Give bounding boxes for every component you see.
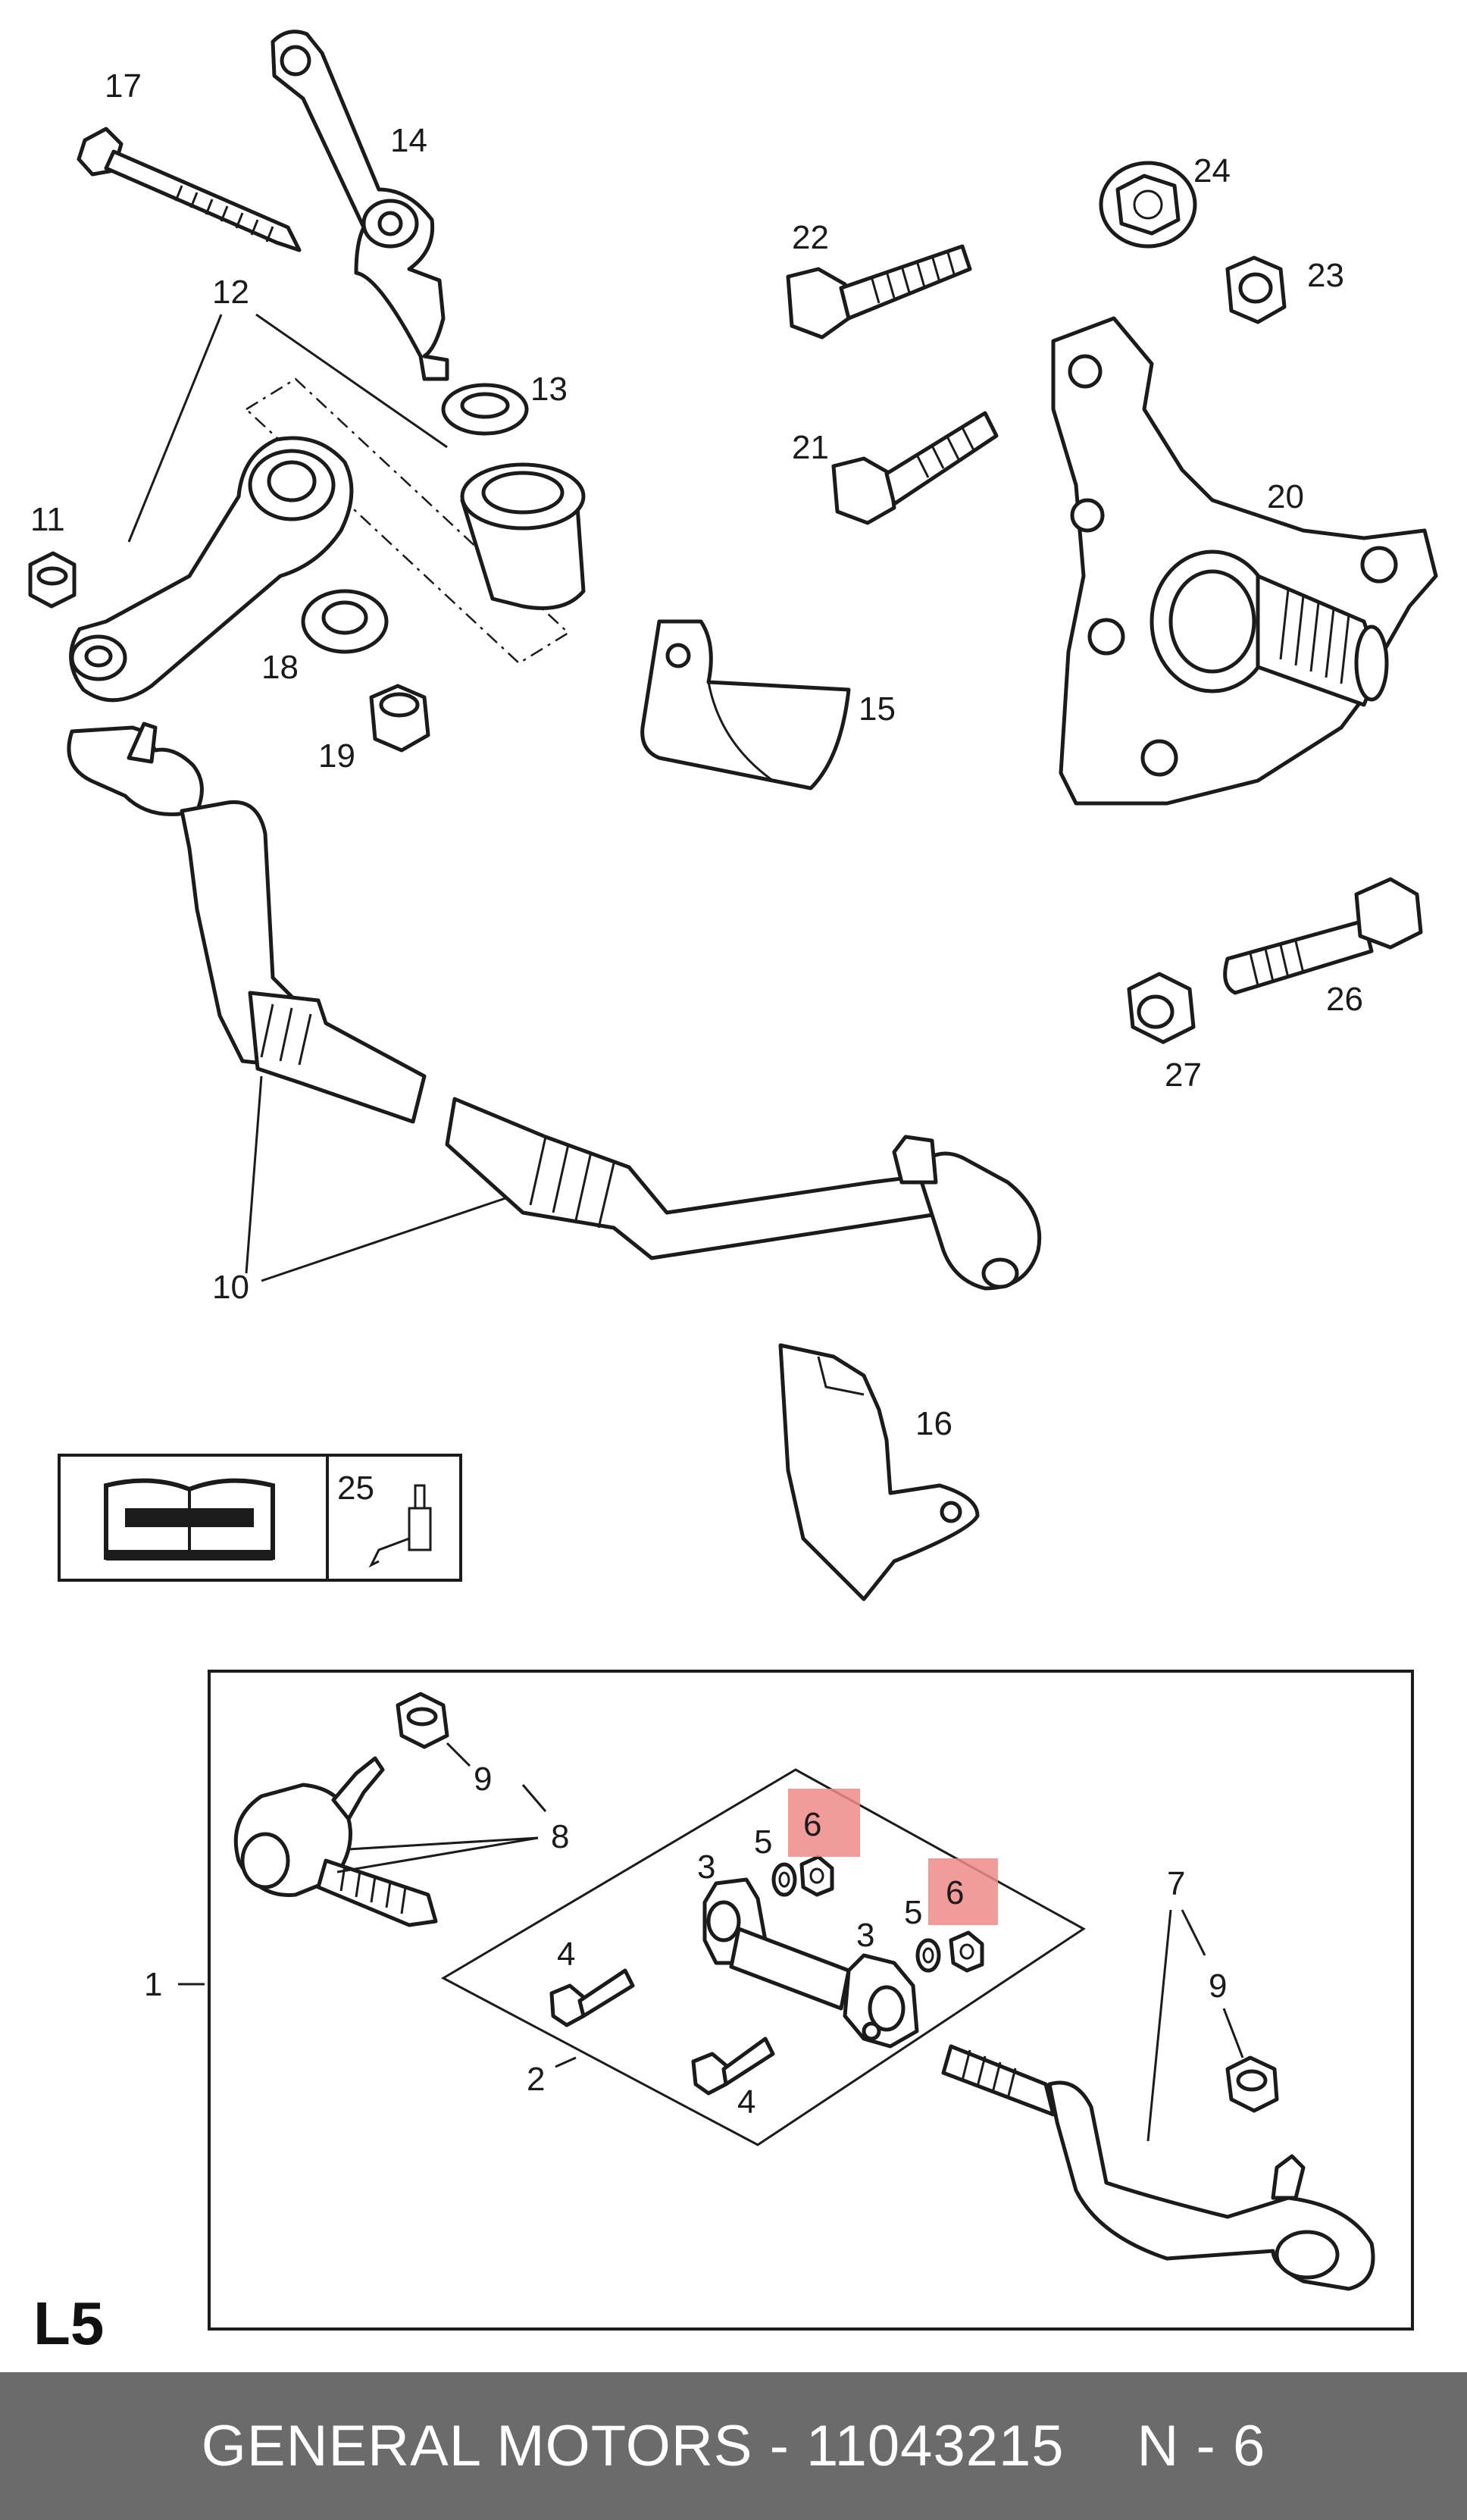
assembly-frame: [208, 1670, 1414, 2331]
shield-part-16: [778, 1343, 980, 1601]
callout-10: 10: [212, 1269, 249, 1306]
callout-18: 18: [261, 649, 299, 686]
callout-3-left: 3: [697, 1849, 715, 1886]
steering-knuckle-part-20: [1051, 316, 1438, 806]
leader-lines: [127, 313, 1244, 2142]
bolt-part-26: [1223, 877, 1423, 995]
callout-19: 19: [318, 737, 355, 775]
washer-part-5-right: [915, 1938, 941, 1973]
pitman-arm-part-14: [271, 30, 449, 381]
callout-5-left: 5: [754, 1823, 772, 1861]
section-code: L5: [33, 2290, 105, 2357]
kit-outline-part-2: [440, 1768, 1086, 2146]
callout-4-right: 4: [737, 2083, 755, 2121]
callout-25: 25: [337, 1470, 374, 1507]
repair-manual-icon: [104, 1478, 275, 1561]
highlight-box-6-left: [788, 1789, 860, 1857]
callout-22: 22: [792, 219, 829, 256]
callout-1: 1: [144, 1966, 162, 2003]
callout-9-left: 9: [474, 1761, 492, 1798]
callout-23: 23: [1307, 257, 1344, 294]
clamp-part-3-right: [843, 1953, 919, 2049]
nut-part-9-left: [396, 1692, 449, 1749]
sleeve-part-2: [729, 1927, 851, 2011]
callout-4-left: 4: [557, 1936, 575, 1973]
callout-9-right: 9: [1209, 1967, 1227, 2005]
callout-11: 11: [30, 501, 65, 538]
callout-20: 20: [1267, 478, 1304, 515]
nut-part-6-right: [949, 1930, 984, 1973]
footer-position-code: N - 6: [1137, 2414, 1266, 2478]
nut-part-19: [369, 684, 430, 753]
bolt-part-17: [77, 127, 302, 252]
bolt-part-4-right: [691, 2036, 775, 2096]
ball-joint-part-8: [233, 1756, 438, 1927]
washer-part-5-left: [771, 1862, 797, 1897]
callout-26: 26: [1326, 981, 1363, 1018]
callout-labels: 17 14 12 13 11 18 19 22 24 23 21 20 15 2…: [30, 67, 1363, 2121]
footer-brand-part: GENERAL MOTORS - 11043215: [201, 2414, 1065, 2478]
callout-6-right: 6: [946, 1874, 964, 1911]
lubricant-tube-icon: [368, 1484, 432, 1568]
footer-caption: GENERAL MOTORS - 11043215 N - 6: [0, 2372, 1467, 2520]
callout-16: 16: [915, 1405, 952, 1442]
callout-15: 15: [859, 690, 896, 728]
tie-rod-end-part-7: [941, 2044, 1375, 2291]
nut-part-11: [28, 551, 77, 609]
footer-bar: GENERAL MOTORS - 11043215 N - 6: [0, 2372, 1467, 2520]
bolt-part-21: [831, 411, 999, 525]
callout-8: 8: [551, 1818, 569, 1855]
callout-6-left: 6: [803, 1806, 821, 1843]
washer-part-18: [301, 589, 389, 654]
washer-part-13: [441, 383, 529, 436]
callout-21: 21: [792, 429, 829, 466]
callout-5-right: 5: [904, 1894, 922, 1931]
nut-part-23: [1225, 255, 1287, 324]
manual-reference-box: [58, 1454, 462, 1582]
tie-rod-part-10: [67, 722, 1042, 1291]
callout-24: 24: [1193, 152, 1231, 189]
bracket-part-15: [640, 619, 851, 790]
bolt-part-22: [786, 244, 972, 340]
callout-3-right: 3: [856, 1917, 874, 1954]
highlight-box-6-right: [928, 1858, 998, 1925]
callout-2: 2: [527, 2061, 545, 2098]
bolt-part-4-left: [549, 1968, 635, 2027]
callout-13: 13: [530, 371, 568, 408]
flange-nut-part-24: [1099, 161, 1197, 249]
idler-arm-part-12: [69, 377, 586, 703]
nut-part-6-left: [799, 1855, 834, 1897]
nut-part-27: [1127, 972, 1196, 1044]
callout-14: 14: [390, 122, 427, 159]
callout-17: 17: [105, 67, 142, 105]
callout-7: 7: [1167, 1865, 1185, 1902]
callout-12: 12: [212, 274, 249, 311]
callout-27: 27: [1165, 1057, 1202, 1094]
nut-part-9-right: [1225, 2055, 1279, 2113]
